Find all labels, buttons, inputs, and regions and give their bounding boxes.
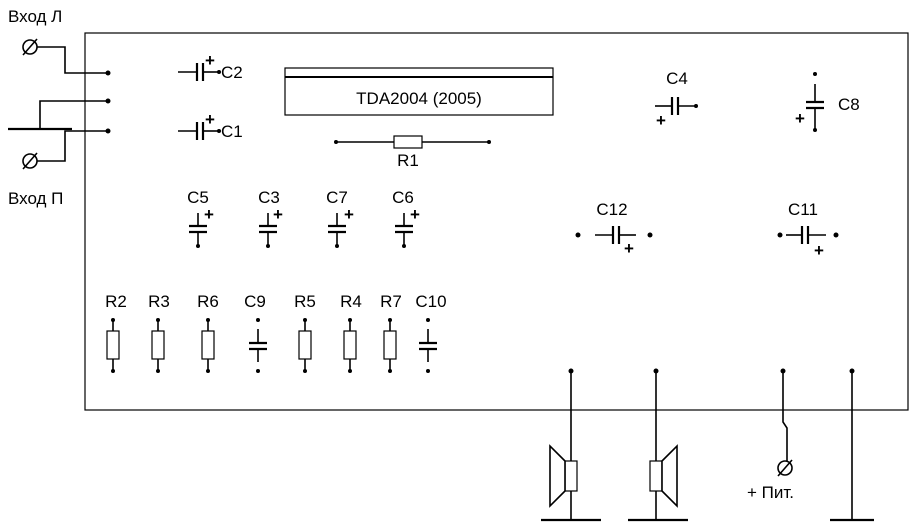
power-terminal: + Пит. bbox=[747, 368, 794, 502]
capacitor-c8-label: C8 bbox=[838, 95, 860, 114]
capacitor-c5: C5 + bbox=[187, 188, 214, 248]
input-right-terminal bbox=[22, 152, 38, 170]
capacitor-c1-plus: + bbox=[205, 110, 215, 129]
speaker-right bbox=[628, 368, 688, 522]
capacitor-c4: C4 + bbox=[655, 69, 698, 130]
capacitor-c12: C12 + bbox=[575, 200, 653, 258]
capacitor-c3-label: C3 bbox=[258, 188, 280, 207]
capacitor-c7-label: C7 bbox=[326, 188, 348, 207]
capacitor-c6-label: C6 bbox=[392, 188, 414, 207]
capacitor-c11-plus: + bbox=[814, 241, 824, 260]
capacitor-c11-label: C11 bbox=[788, 200, 818, 219]
capacitor-c4-label: C4 bbox=[666, 69, 688, 88]
power-label: + Пит. bbox=[747, 483, 794, 502]
capacitor-c2-label: C2 bbox=[221, 63, 243, 82]
input-right-label: Вход П bbox=[8, 189, 63, 208]
speaker-left bbox=[541, 368, 601, 522]
capacitor-c8: + C8 bbox=[795, 72, 860, 132]
resistor-r1-label: R1 bbox=[397, 151, 419, 170]
resistor-r7-label: R7 bbox=[380, 292, 402, 311]
resistor-r3: R3 bbox=[148, 292, 170, 373]
capacitor-c8-plus: + bbox=[795, 109, 805, 128]
capacitor-c10: C10 bbox=[415, 292, 447, 373]
capacitor-c6-plus: + bbox=[410, 205, 420, 224]
ground-wire bbox=[830, 368, 874, 522]
capacitor-c3-plus: + bbox=[273, 205, 283, 224]
board-outline bbox=[84, 32, 909, 411]
capacitor-c9: C9 bbox=[244, 292, 267, 373]
capacitor-c4-plus: + bbox=[656, 111, 666, 130]
resistor-r7: R7 bbox=[380, 292, 402, 373]
capacitor-c5-plus: + bbox=[204, 205, 214, 224]
capacitor-c12-label: C12 bbox=[596, 200, 627, 219]
resistor-r4: R4 bbox=[340, 292, 362, 373]
resistor-r2: R2 bbox=[105, 292, 127, 373]
resistor-r3-label: R3 bbox=[148, 292, 170, 311]
ic-label: TDA2004 (2005) bbox=[356, 89, 482, 108]
capacitor-c9-label: C9 bbox=[244, 292, 266, 311]
resistor-r4-label: R4 bbox=[340, 292, 362, 311]
capacitor-c1-label: C1 bbox=[221, 122, 243, 141]
input-right: Вход П bbox=[8, 128, 111, 208]
resistor-r6: R6 bbox=[197, 292, 219, 373]
capacitor-c3: C3 + bbox=[258, 188, 283, 248]
capacitor-c2-plus: + bbox=[205, 51, 215, 70]
capacitor-c6: C6 + bbox=[392, 188, 420, 248]
capacitor-c1: + C1 bbox=[178, 110, 243, 141]
capacitor-c12-plus: + bbox=[624, 239, 634, 258]
input-left-terminal bbox=[22, 38, 38, 56]
input-left-label: Вход Л bbox=[8, 7, 62, 26]
resistor-r5: R5 bbox=[294, 292, 316, 373]
resistor-r6-label: R6 bbox=[197, 292, 219, 311]
capacitor-c2: + C2 bbox=[178, 51, 243, 82]
capacitor-c10-label: C10 bbox=[415, 292, 446, 311]
resistor-r1: R1 bbox=[334, 135, 491, 170]
resistor-r5-label: R5 bbox=[294, 292, 316, 311]
ic-tda2004: TDA2004 (2005) bbox=[284, 67, 554, 116]
input-left: Вход Л bbox=[8, 7, 111, 76]
capacitor-c5-label: C5 bbox=[187, 188, 209, 207]
capacitor-c7-plus: + bbox=[344, 205, 354, 224]
capacitor-c7: C7 + bbox=[326, 188, 354, 248]
resistor-r2-label: R2 bbox=[105, 292, 127, 311]
input-ground-wire bbox=[8, 98, 111, 131]
capacitor-c11: C11 + bbox=[777, 200, 839, 260]
